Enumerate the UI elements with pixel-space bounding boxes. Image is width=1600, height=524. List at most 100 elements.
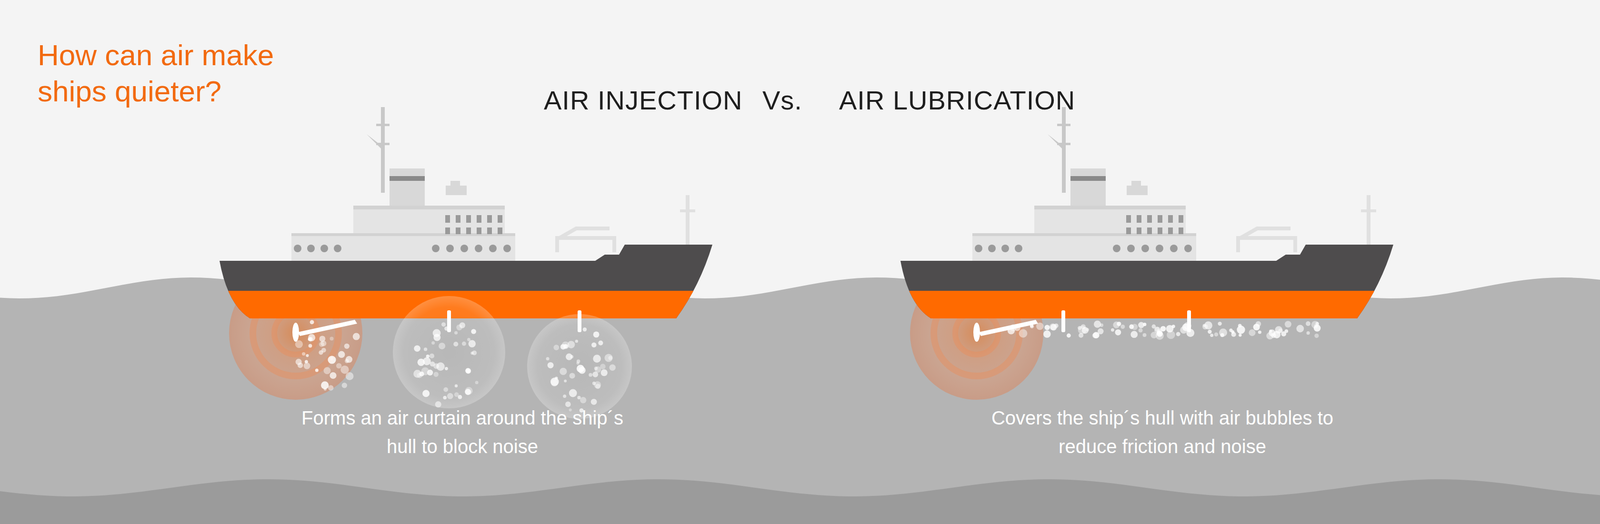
bubble xyxy=(442,396,447,400)
bubble xyxy=(1273,330,1281,339)
bubble xyxy=(569,372,576,379)
bubble xyxy=(565,353,573,361)
bubble xyxy=(444,326,449,331)
bubble xyxy=(1186,329,1195,338)
bubble xyxy=(554,377,558,380)
bubble xyxy=(1019,329,1028,339)
bubble xyxy=(1092,332,1098,339)
bubble xyxy=(593,331,600,339)
bubble xyxy=(344,359,350,364)
bubble xyxy=(308,344,313,349)
bubble xyxy=(1049,323,1057,331)
bubble xyxy=(1166,330,1176,340)
bubble xyxy=(592,371,599,378)
bubble xyxy=(1248,329,1256,337)
bubble xyxy=(1151,324,1157,330)
bubble xyxy=(604,353,613,362)
bubble xyxy=(458,395,463,400)
bubble xyxy=(1296,325,1304,333)
bubble xyxy=(547,362,554,369)
bubble xyxy=(1258,330,1262,334)
bubble xyxy=(582,327,587,332)
bubble xyxy=(575,340,579,343)
bubble xyxy=(465,387,473,395)
bubble xyxy=(1115,329,1122,336)
bubble xyxy=(318,350,323,355)
bubble xyxy=(1217,321,1222,326)
bubble xyxy=(567,340,576,349)
bubble xyxy=(330,357,334,361)
bubble xyxy=(569,389,578,398)
bubble xyxy=(319,341,325,348)
bubble xyxy=(422,357,431,366)
bubble xyxy=(305,354,309,358)
bubble xyxy=(590,399,598,406)
bubble xyxy=(453,341,459,347)
bubble xyxy=(1044,325,1050,331)
bubble xyxy=(433,371,439,378)
bubble xyxy=(471,350,477,356)
bubble xyxy=(429,353,435,359)
bubble xyxy=(340,365,349,374)
bubble xyxy=(417,372,423,379)
bubble xyxy=(1066,333,1071,339)
method-caption: Covers the ship´s hull with air bubbles … xyxy=(962,403,1363,461)
bubble xyxy=(588,373,593,378)
bubble xyxy=(447,393,454,400)
bubble xyxy=(323,388,327,391)
bubble xyxy=(456,324,462,331)
bubble xyxy=(1120,324,1125,330)
bubble xyxy=(565,401,571,408)
bubble xyxy=(609,364,616,371)
bubble xyxy=(1142,322,1147,327)
bubble xyxy=(423,347,428,351)
bubble xyxy=(344,343,350,350)
bubble xyxy=(598,340,603,346)
method-heading: AIR INJECTION xyxy=(543,84,743,116)
bubble xyxy=(465,368,472,375)
bubble xyxy=(1255,321,1262,328)
bubble xyxy=(1284,320,1292,328)
bubble xyxy=(1156,330,1163,338)
bubble xyxy=(341,382,348,389)
bubble xyxy=(594,366,598,370)
bubble xyxy=(295,340,303,349)
bubble xyxy=(329,372,337,380)
bubble xyxy=(1138,328,1143,333)
bubble xyxy=(592,354,601,363)
bubble xyxy=(1176,331,1181,337)
bubble xyxy=(1314,333,1319,339)
bubble xyxy=(559,368,567,376)
bubble xyxy=(310,320,315,325)
diagram-title: How can air make ships quieter? xyxy=(37,37,305,110)
bubble xyxy=(421,367,430,376)
bubble xyxy=(435,401,442,408)
bubble xyxy=(454,384,458,388)
bubble xyxy=(546,357,550,361)
bubble xyxy=(336,363,342,369)
bubble xyxy=(1313,324,1321,332)
bubble xyxy=(1238,333,1242,337)
bubble xyxy=(1093,320,1101,329)
bubble xyxy=(319,336,326,343)
bubble xyxy=(308,337,312,341)
bubble xyxy=(593,381,601,389)
bubble xyxy=(465,368,470,374)
bubble xyxy=(1150,331,1158,339)
bubble xyxy=(576,359,581,364)
bubble xyxy=(352,333,360,341)
bubble xyxy=(577,396,581,400)
bubble xyxy=(1116,321,1121,327)
bubble xyxy=(323,367,331,375)
bubble xyxy=(1130,330,1138,339)
bubble xyxy=(1110,328,1115,332)
bubble xyxy=(1010,324,1017,332)
bubble xyxy=(422,390,430,398)
bubble xyxy=(303,362,311,370)
bubble xyxy=(1183,322,1192,330)
bubble xyxy=(330,336,334,341)
method-heading: AIR LUBRICATION xyxy=(839,84,1076,116)
bubble xyxy=(1306,331,1310,335)
versus-label: Vs. xyxy=(762,84,803,116)
bubble xyxy=(600,369,608,377)
